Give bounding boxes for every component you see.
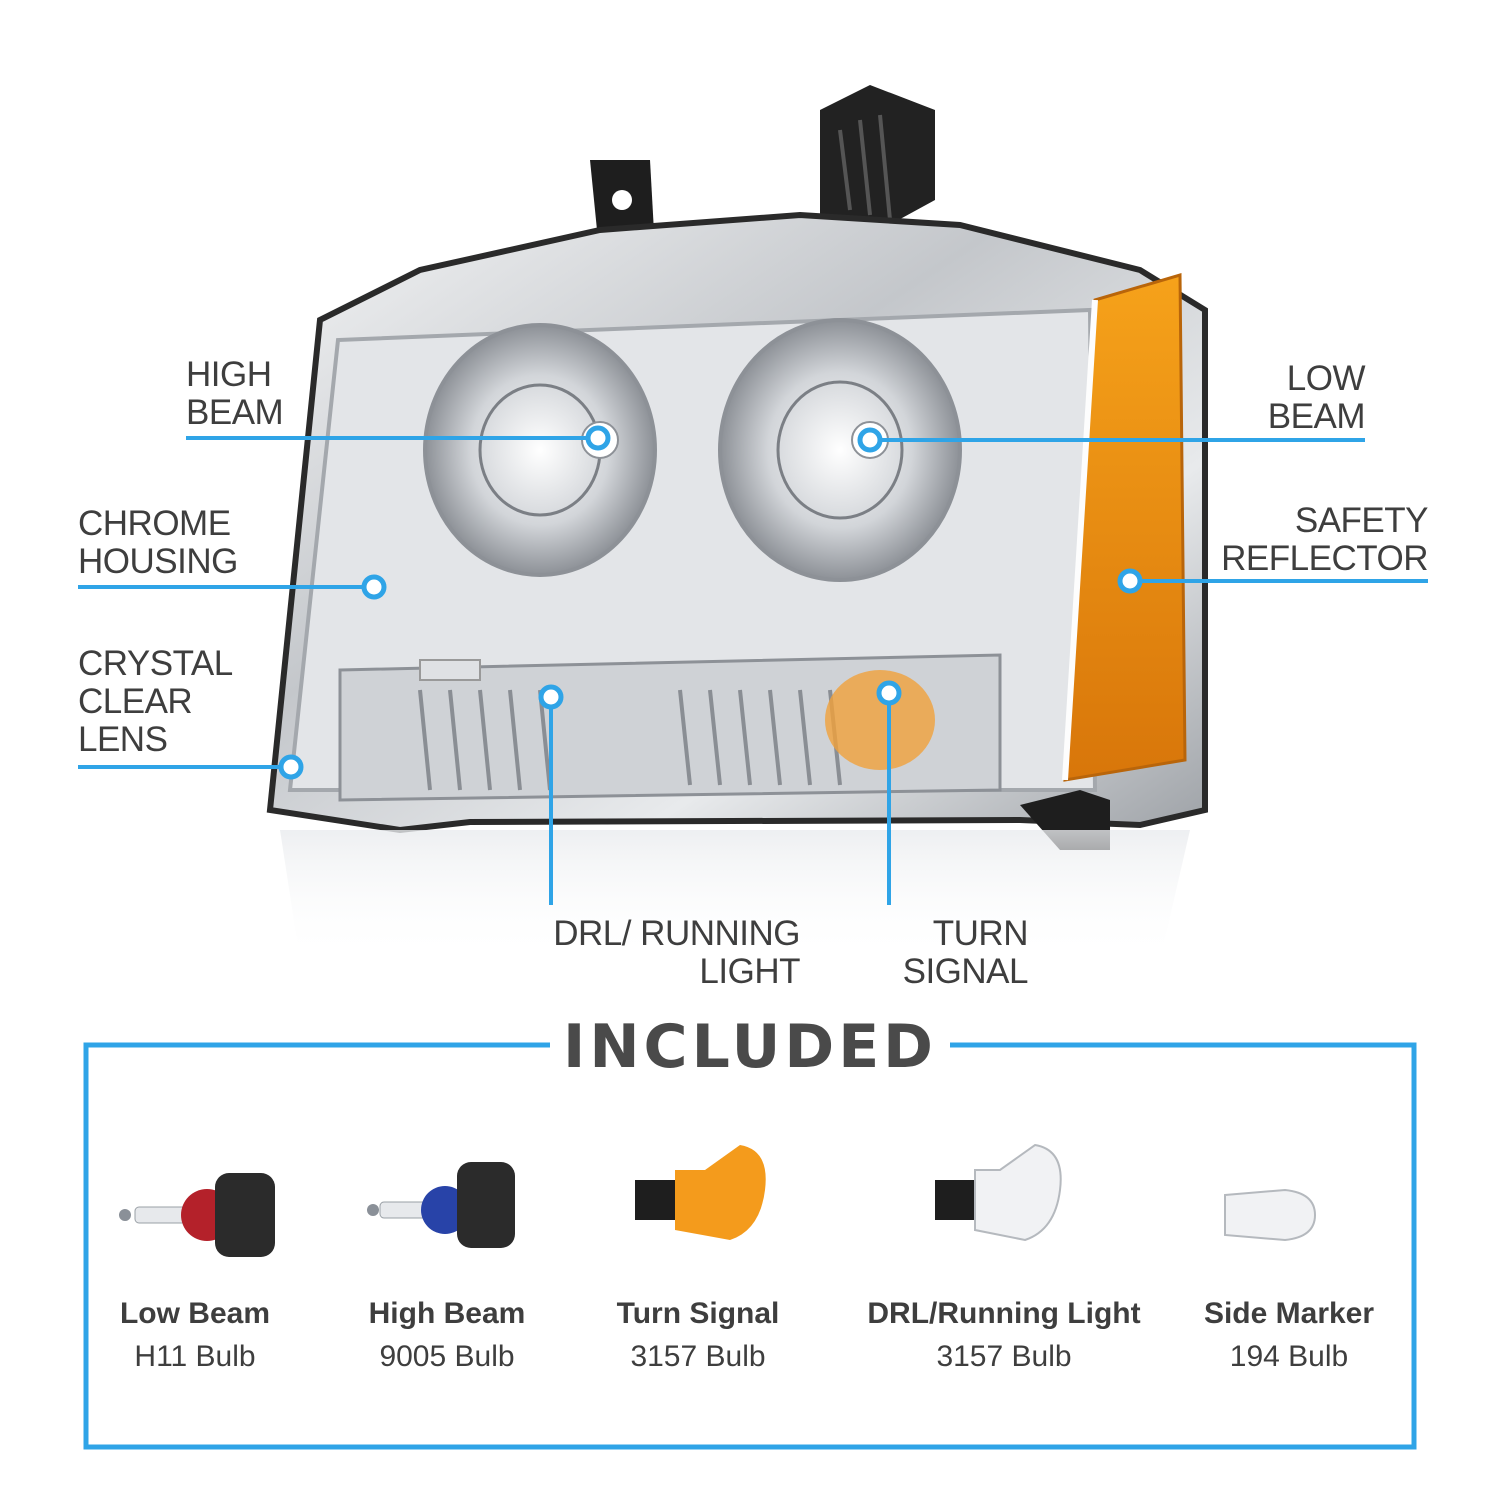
callout-text: CHROME bbox=[78, 504, 231, 543]
9005-bulb-icon bbox=[367, 1162, 515, 1248]
194-wedge-bulb-icon bbox=[1224, 1188, 1317, 1242]
callout-text: DRL/ RUNNING bbox=[553, 914, 800, 953]
callout-low-beam: LOW BEAM bbox=[1165, 359, 1366, 436]
callout-chrome-housing: CHROME HOUSING bbox=[78, 505, 238, 581]
included-title: INCLUDED bbox=[550, 1012, 950, 1082]
callout-text: CLEAR bbox=[78, 682, 193, 721]
bulb-type: 3157 Bulb bbox=[936, 1340, 1072, 1373]
callout-text: LENS bbox=[78, 720, 168, 759]
bulb-name: DRL/Running Light bbox=[867, 1297, 1141, 1330]
bulb-type: H11 Bulb bbox=[134, 1340, 256, 1373]
callout-text: BEAM bbox=[186, 393, 284, 432]
callout-text: CRYSTAL bbox=[78, 644, 233, 683]
3157-clear-bulb-icon bbox=[935, 1143, 1062, 1242]
callout-turn-signal: TURN SIGNAL bbox=[870, 914, 1029, 991]
bulb-type: 3157 Bulb bbox=[630, 1340, 766, 1373]
callout-crystal-clear-lens: CRYSTAL CLEAR LENS bbox=[78, 645, 233, 759]
bulb-name: Turn Signal bbox=[616, 1297, 780, 1330]
included-frame bbox=[83, 1042, 1417, 1450]
callout-text: SAFETY bbox=[1294, 501, 1429, 540]
callout-safety-reflector: SAFETY REFLECTOR bbox=[1188, 502, 1428, 578]
bulb-name: Low Beam bbox=[119, 1297, 271, 1330]
h11-bulb-icon bbox=[119, 1173, 275, 1257]
callout-dots bbox=[278, 425, 1143, 780]
callout-lines bbox=[78, 436, 1428, 905]
callout-high-beam: HIGH BEAM bbox=[186, 355, 284, 432]
3157-amber-bulb-icon bbox=[635, 1145, 766, 1240]
callout-text: TURN bbox=[932, 914, 1029, 953]
callout-text: HOUSING bbox=[78, 542, 238, 581]
callout-drl-running-light: DRL/ RUNNING LIGHT bbox=[520, 915, 800, 991]
callout-text: BEAM bbox=[1267, 397, 1366, 436]
callout-text: SIGNAL bbox=[902, 952, 1029, 991]
bulb-name: Side Marker bbox=[1203, 1297, 1375, 1330]
bulb-name: High Beam bbox=[368, 1297, 526, 1330]
bulb-type: 194 Bulb bbox=[1229, 1340, 1349, 1373]
callout-text: LIGHT bbox=[699, 952, 800, 991]
callout-text: LOW bbox=[1286, 359, 1366, 398]
callout-text: HIGH bbox=[186, 355, 272, 394]
bulb-type: 9005 Bulb bbox=[379, 1340, 515, 1373]
callout-text: REFLECTOR bbox=[1221, 539, 1428, 578]
